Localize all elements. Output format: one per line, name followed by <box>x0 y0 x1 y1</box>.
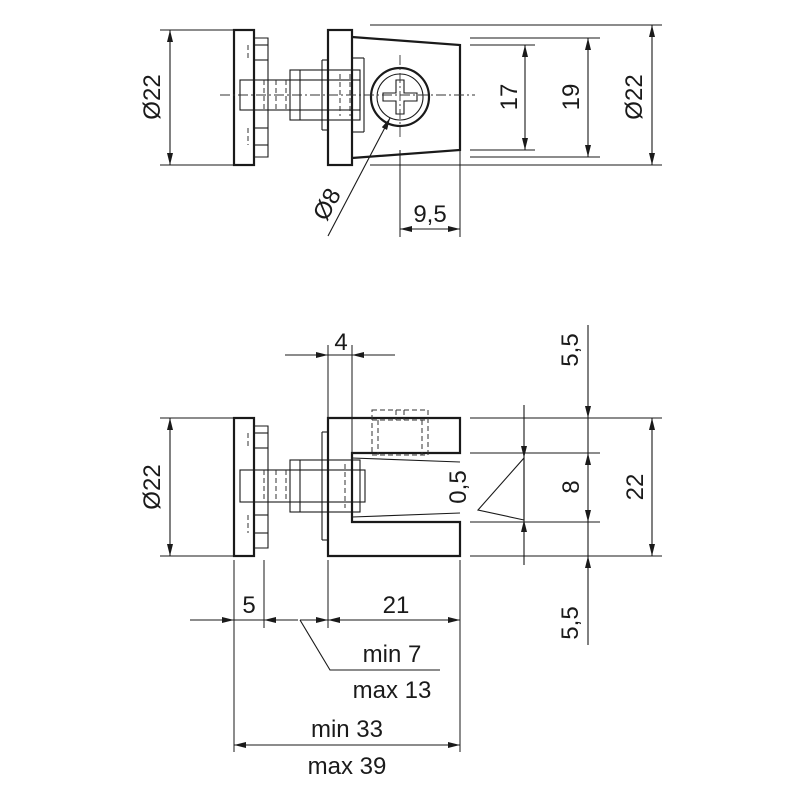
side-label-5-5-top: 5,5 <box>557 333 584 366</box>
top-left-plate <box>232 28 269 167</box>
side-left-plate <box>232 416 269 558</box>
top-label-17: 17 <box>496 84 523 111</box>
side-label-min-7: min 7 <box>363 641 422 668</box>
top-view: Ø22 17 19 Ø22 Ø8 9,5 <box>139 24 662 237</box>
top-label-19: 19 <box>558 84 585 111</box>
side-cam-screw <box>371 409 429 456</box>
side-housing <box>321 416 462 558</box>
top-label-9-5: 9,5 <box>413 201 446 228</box>
side-view: 4 5,5 Ø22 0,5 8 22 5 21 5,5 min 7 max 13… <box>139 325 662 780</box>
top-dim-diameter-8-leader <box>327 117 391 237</box>
top-label-diameter-8: Ø8 <box>308 184 347 225</box>
side-label-5-5-bottom: 5,5 <box>557 606 584 639</box>
side-bolt <box>239 459 366 513</box>
top-housing <box>321 28 462 167</box>
top-label-diameter-right: Ø22 <box>621 74 648 119</box>
side-label-max-39: max 39 <box>308 753 387 780</box>
side-label-5: 5 <box>242 592 255 619</box>
side-label-8: 8 <box>558 480 585 493</box>
side-dim-min7-leader <box>299 619 440 671</box>
top-label-diameter-left: Ø22 <box>139 74 166 119</box>
side-label-22: 22 <box>622 474 649 501</box>
side-label-4: 4 <box>334 329 347 356</box>
side-label-0-5: 0,5 <box>445 470 472 503</box>
side-label-diameter-left: Ø22 <box>139 464 166 509</box>
side-wedge-taper <box>476 456 525 521</box>
side-label-min-33: min 33 <box>311 716 383 743</box>
side-label-21: 21 <box>383 592 410 619</box>
side-label-max-13: max 13 <box>353 677 432 704</box>
